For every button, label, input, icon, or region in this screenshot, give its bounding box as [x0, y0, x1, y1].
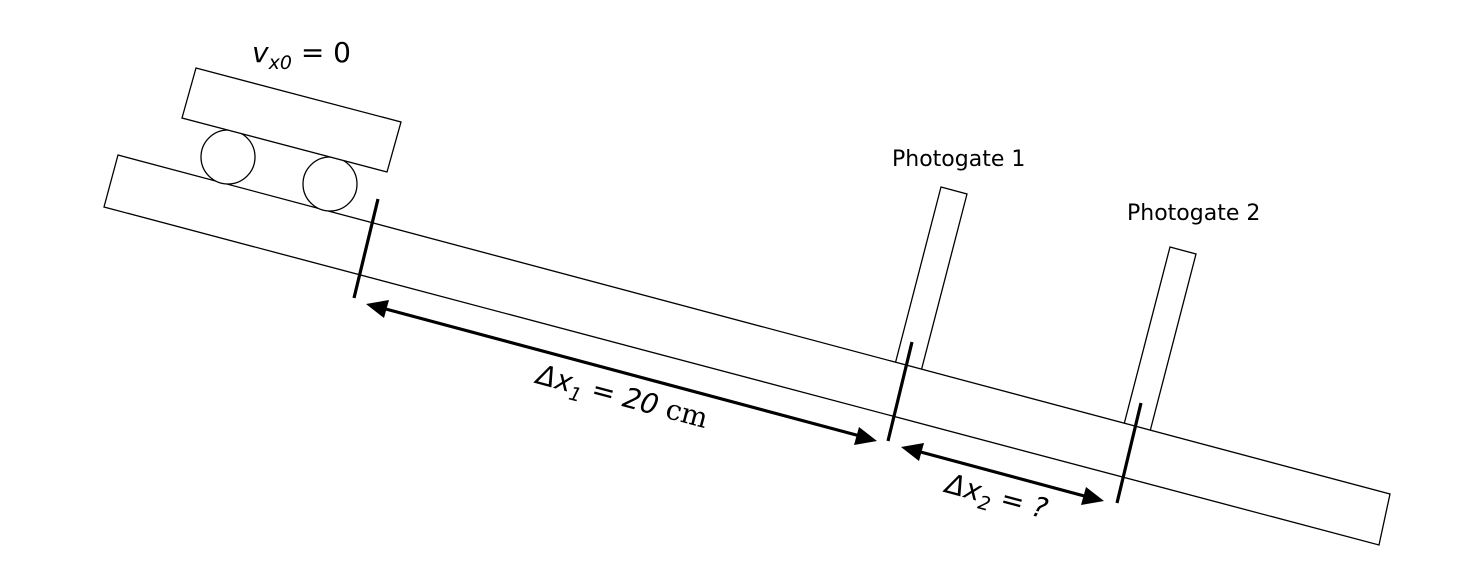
cart-body: [181, 67, 402, 173]
arrow-head-left: [366, 300, 389, 318]
delta-x1-label: Δx1 = 20 cm: [530, 357, 712, 439]
photogate-2-marker: [1115, 402, 1143, 504]
arrow-head-right: [854, 427, 877, 445]
inclined-track: [103, 154, 1391, 546]
delta-x1-arrow: [366, 300, 877, 445]
photogate-1-post: [891, 186, 968, 384]
delta-x2-label: Δx2 = ?: [939, 466, 1051, 530]
photogate-2-label: Photogate 2: [1127, 201, 1260, 226]
cart-front-wheel: [302, 156, 358, 212]
arrow-head-left: [901, 443, 924, 461]
cart-rear-wheel: [200, 129, 256, 185]
photogate-1-marker: [886, 341, 914, 442]
start-marker: [352, 198, 380, 299]
delta-x2-arrow: [901, 443, 1104, 505]
photogate-1-label: Photogate 1: [892, 147, 1025, 172]
photogate-2-post: [1120, 246, 1197, 444]
initial-velocity-label: vx0 = 0: [252, 36, 351, 74]
cart: [181, 67, 402, 212]
arrow-head-right: [1081, 487, 1104, 505]
